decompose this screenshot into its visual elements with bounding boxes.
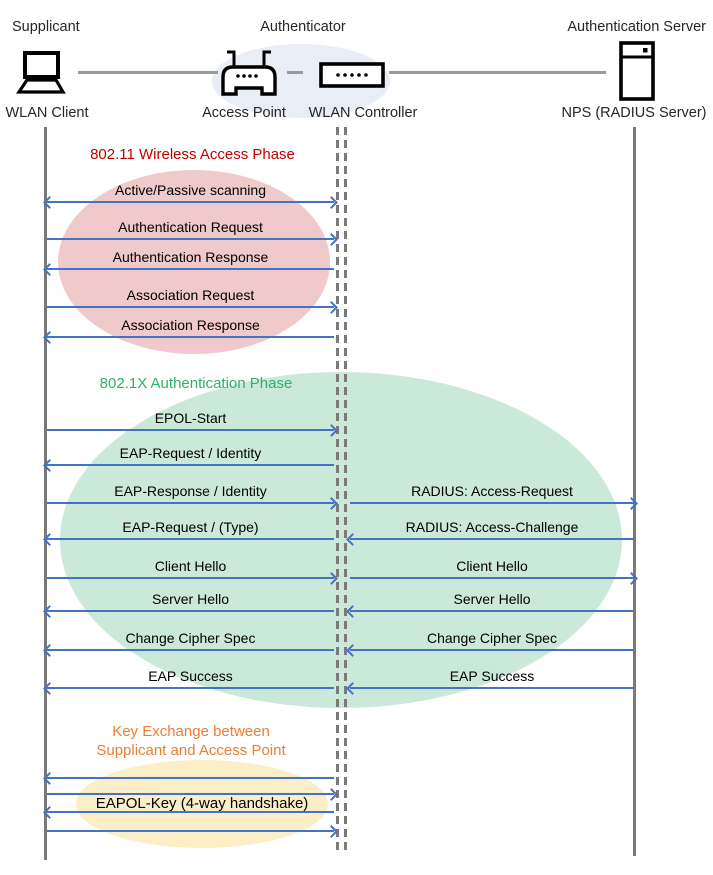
message-label-association-request: Association Request (126, 287, 255, 303)
connector-client-to-ap (78, 71, 218, 74)
message-label-eapol-key-handshake: EAPOL-Key (4-way handshake) (95, 795, 309, 812)
message-label-server-hello-left: Server Hello (151, 591, 230, 607)
phase-title-80211: 802.11 Wireless Access Phase (90, 146, 295, 163)
node-label-wlan-controller: WLAN Controller (308, 105, 418, 121)
access-point-icon (219, 46, 279, 103)
arrow-active-passive-scanning (47, 201, 334, 203)
arrow-eapol-key-3 (47, 811, 334, 813)
phase-ellipse-key-exchange (76, 760, 328, 848)
arrow-association-response (47, 336, 334, 338)
message-label-epol-start: EPOL-Start (154, 410, 227, 426)
node-label-nps-radius-server: NPS (RADIUS Server) (561, 105, 707, 121)
server-icon (619, 41, 655, 106)
arrow-authentication-response (47, 268, 334, 270)
phase-ellipse-8021x (60, 372, 622, 708)
arrow-association-request (47, 306, 334, 308)
node-label-wlan-client: WLAN Client (5, 105, 89, 121)
message-label-authentication-request: Authentication Request (118, 219, 263, 235)
arrow-eapol-key-4 (47, 830, 334, 832)
message-label-eap-response-identity: EAP-Response / Identity (114, 483, 267, 499)
node-label-access-point: Access Point (202, 105, 286, 121)
message-label-radius-access-challenge: RADIUS: Access-Challenge (405, 519, 579, 535)
arrow-server-hello-left (47, 610, 334, 612)
arrow-eapol-key-1 (47, 777, 334, 779)
arrow-change-cipher-spec-left (47, 649, 334, 651)
arrow-client-hello-left (47, 577, 334, 579)
message-label-change-cipher-spec-left: Change Cipher Spec (125, 630, 256, 646)
arrow-eap-request-type (47, 538, 334, 540)
arrow-authentication-request (47, 238, 334, 240)
role-label-supplicant: Supplicant (12, 19, 80, 35)
message-label-authentication-response: Authentication Response (112, 249, 269, 265)
role-label-authenticator: Authenticator (260, 19, 346, 35)
arrow-eapol-key-2 (47, 793, 334, 795)
arrow-radius-access-challenge (350, 538, 634, 540)
message-label-eap-request-identity: EAP-Request / Identity (119, 445, 262, 461)
message-label-eap-success-left: EAP Success (148, 668, 233, 684)
phase-title-key-exchange: Key Exchange between Supplicant and Acce… (45, 722, 337, 760)
message-label-association-response: Association Response (121, 317, 260, 333)
message-label-client-hello-left: Client Hello (154, 558, 227, 574)
phase-title-key-exchange-line2: Supplicant and Access Point (96, 742, 286, 759)
message-label-client-hello-right: Client Hello (456, 558, 528, 574)
arrow-change-cipher-spec-right (350, 649, 634, 651)
arrow-epol-start (47, 429, 334, 431)
message-label-eap-request-type: EAP-Request / (Type) (122, 519, 259, 535)
message-label-server-hello-right: Server Hello (453, 591, 531, 607)
phase-title-key-exchange-line1: Key Exchange between (112, 723, 270, 740)
arrow-eap-success-right (350, 687, 634, 689)
lifeline-wlan-controller-left (336, 127, 339, 852)
message-label-radius-access-request: RADIUS: Access-Request (411, 483, 573, 499)
role-label-authentication-server: Authentication Server (567, 19, 706, 35)
connector-ap-to-controller (287, 71, 303, 74)
connector-controller-to-server (389, 71, 606, 74)
arrow-radius-access-request (350, 502, 634, 504)
message-label-active-passive-scanning: Active/Passive scanning (115, 182, 266, 198)
wlan-controller-icon (319, 62, 385, 93)
arrow-server-hello-right (350, 610, 634, 612)
message-label-change-cipher-spec-right: Change Cipher Spec (427, 630, 557, 646)
arrow-eap-response-identity (47, 502, 334, 504)
lifeline-wlan-client (44, 127, 47, 860)
arrow-eap-request-identity (47, 464, 334, 466)
lifeline-wlan-controller-right (344, 127, 347, 852)
laptop-icon (10, 49, 72, 104)
message-label-eap-success-right: EAP Success (449, 668, 535, 684)
arrow-client-hello-right (350, 577, 634, 579)
lifeline-nps-server (633, 127, 636, 856)
arrow-eap-success-left (47, 687, 334, 689)
phase-title-8021x: 802.1X Authentication Phase (99, 375, 293, 392)
